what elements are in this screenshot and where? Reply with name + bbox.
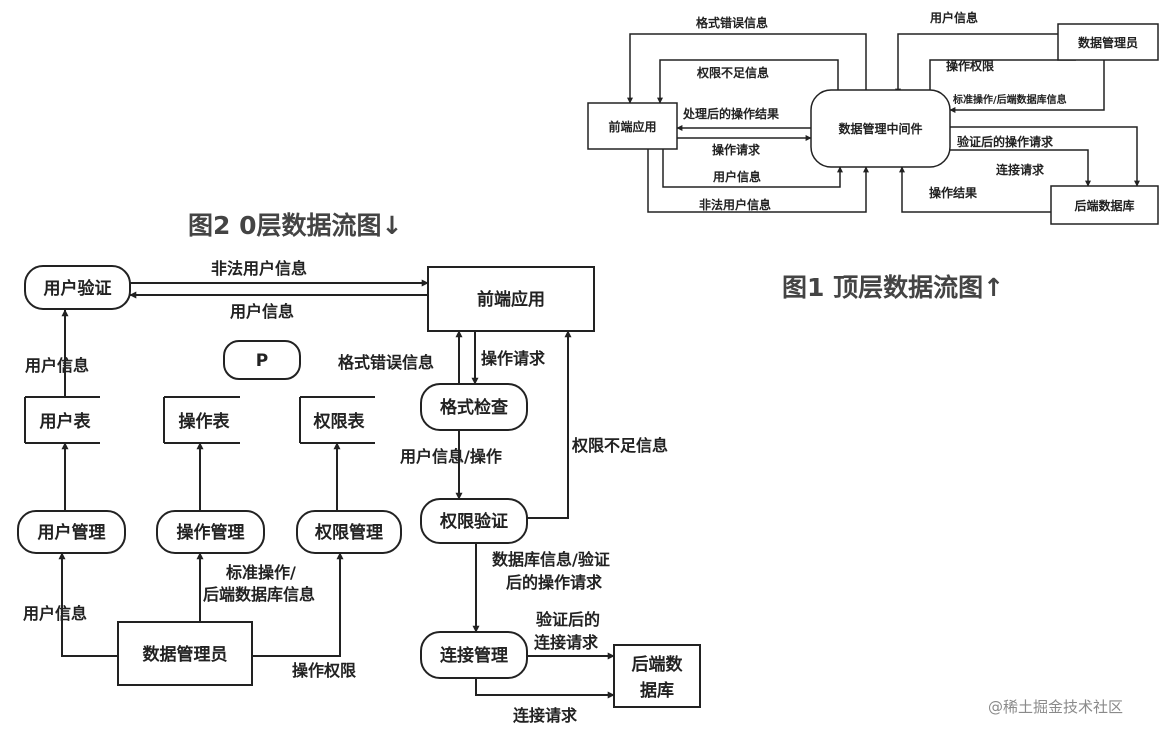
f1-flow-user-info xyxy=(662,149,843,188)
node-perm-verify: 权限验证 xyxy=(420,498,528,544)
f1-label-verified-op: 验证后的操作请求 xyxy=(957,134,1054,149)
svg-text:权限验证: 权限验证 xyxy=(439,511,508,532)
f1-label-perm-insufficient: 权限不足信息 xyxy=(696,65,769,80)
node-backend-db: 后端数 据库 xyxy=(613,644,701,708)
svg-text:数据管理中间件: 数据管理中间件 xyxy=(838,121,922,136)
svg-text:权限表: 权限表 xyxy=(313,411,366,432)
store-op-table: 操作表 xyxy=(163,396,240,444)
f1-label-std-op: 标准操作/后端数据库信息 xyxy=(952,93,1067,106)
flow-conn-request xyxy=(475,678,615,699)
f1-flow-std-op xyxy=(949,60,1105,113)
label-verified-conn-2: 连接请求 xyxy=(534,633,599,652)
label-illegal-user-info: 非法用户信息 xyxy=(211,259,307,278)
svg-text:用户管理: 用户管理 xyxy=(38,522,106,543)
svg-text:数据管理员: 数据管理员 xyxy=(1078,35,1138,50)
f1-node-front-app: 前端应用 xyxy=(587,102,678,150)
f1-flow-admin-user-info xyxy=(895,33,1058,95)
figure-1-caption: 图1 顶层数据流图↑ xyxy=(782,273,1004,302)
f1-label-op-permission: 操作权限 xyxy=(946,58,994,73)
svg-text:权限管理: 权限管理 xyxy=(314,522,383,543)
f1-label-illegal-user-info: 非法用户信息 xyxy=(699,197,771,212)
label-db-info-verified-2: 后的操作请求 xyxy=(506,573,603,592)
label-user-info-top: 用户信息 xyxy=(230,302,294,321)
svg-text:操作表: 操作表 xyxy=(179,411,231,432)
store-perm-table: 权限表 xyxy=(299,396,375,444)
svg-text:用户表: 用户表 xyxy=(40,411,92,432)
svg-text:用户验证: 用户验证 xyxy=(44,278,112,299)
f1-flow-format-error xyxy=(627,33,867,104)
f1-label-op-request: 操作请求 xyxy=(712,142,761,157)
node-conn-mgmt: 连接管理 xyxy=(420,631,528,679)
f1-label-format-error: 格式错误信息 xyxy=(696,15,768,30)
f1-node-middleware: 数据管理中间件 xyxy=(810,89,951,168)
f1-flow-op-permission xyxy=(927,59,1076,96)
flow-admin-to-usermgmt xyxy=(58,552,118,657)
label-format-error: 格式错误信息 xyxy=(338,353,434,372)
label-op-request: 操作请求 xyxy=(481,349,546,368)
watermark: @稀土掘金技术社区 xyxy=(988,698,1123,716)
f1-flow-illegal-user-info xyxy=(647,149,869,213)
svg-text:数据管理员: 数据管理员 xyxy=(143,644,228,665)
node-op-mgmt: 操作管理 xyxy=(156,510,265,554)
svg-text:后端数据库: 后端数据库 xyxy=(1074,198,1134,213)
label-user-info-op: 用户信息/操作 xyxy=(400,447,502,466)
f1-label-admin-user-info: 用户信息 xyxy=(929,10,978,25)
label-user-info-bottom: 用户信息 xyxy=(23,604,87,623)
f1-flow-perm-insufficient xyxy=(657,59,839,104)
figure-1: 图1 顶层数据流图↑ 前端应用 数据管理中间件 数据管理员 xyxy=(587,10,1159,302)
figure-2: 图2 0层数据流图↓ 用户验证 前端应用 xyxy=(17,211,701,725)
svg-text:前端应用: 前端应用 xyxy=(477,289,545,310)
svg-text:P: P xyxy=(256,351,268,371)
node-perm-mgmt: 权限管理 xyxy=(296,510,402,554)
label-std-op-2: 后端数据库信息 xyxy=(203,585,315,604)
f1-flow-verified-op xyxy=(950,126,1140,187)
node-front-app: 前端应用 xyxy=(427,266,595,332)
svg-text:格式检查: 格式检查 xyxy=(440,397,509,418)
node-user-auth: 用户验证 xyxy=(24,265,131,310)
label-std-op-1: 标准操作/ xyxy=(225,563,296,582)
figure-1-flows xyxy=(627,33,1140,213)
svg-text:前端应用: 前端应用 xyxy=(608,119,656,134)
label-conn-request: 连接请求 xyxy=(513,706,578,725)
f1-label-conn-request: 连接请求 xyxy=(996,162,1045,177)
f1-flow-conn-request xyxy=(950,149,1091,187)
label-perm-insufficient: 权限不足信息 xyxy=(571,436,668,455)
node-p: P xyxy=(223,340,301,380)
label-verified-conn-1: 验证后的 xyxy=(536,610,600,629)
figure-2-flows xyxy=(58,279,615,699)
f1-node-backend-db: 后端数据库 xyxy=(1050,185,1159,225)
f1-label-processed-result: 处理后的操作结果 xyxy=(682,106,779,121)
label-db-info-verified-1: 数据库信息/验证 xyxy=(492,550,610,569)
f1-label-op-result: 操作结果 xyxy=(929,185,977,200)
svg-text:连接管理: 连接管理 xyxy=(440,645,508,666)
f1-label-user-info: 用户信息 xyxy=(712,169,761,184)
flow-perm-insufficient xyxy=(527,330,572,519)
label-user-info-left: 用户信息 xyxy=(25,356,89,375)
label-op-permission: 操作权限 xyxy=(292,661,357,680)
f1-node-data-admin: 数据管理员 xyxy=(1057,23,1159,61)
svg-text:操作管理: 操作管理 xyxy=(177,522,245,543)
flow-admin-to-permmgmt xyxy=(252,552,344,657)
node-user-mgmt: 用户管理 xyxy=(17,510,126,554)
node-format-check: 格式检查 xyxy=(420,383,528,431)
backend-db-line-1: 后端数 xyxy=(632,654,684,675)
figure-2-caption: 图2 0层数据流图↓ xyxy=(188,211,402,240)
backend-db-line-2: 据库 xyxy=(640,680,674,701)
node-data-admin: 数据管理员 xyxy=(117,621,253,686)
store-user-table: 用户表 xyxy=(24,396,100,444)
f1-flow-op-result xyxy=(899,166,1051,213)
